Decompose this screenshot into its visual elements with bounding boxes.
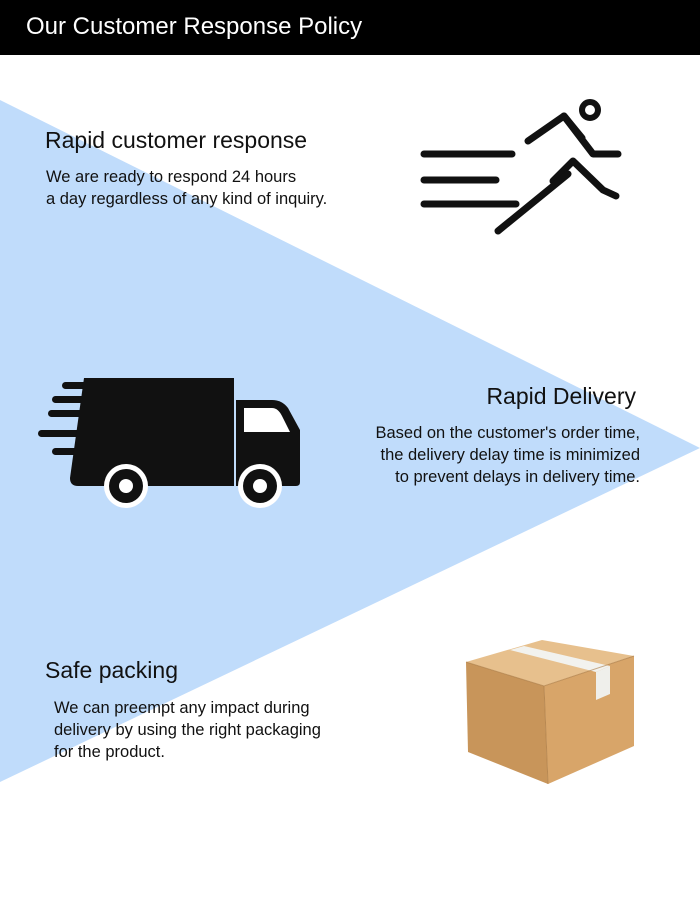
body-line: delivery by using the right packaging bbox=[54, 721, 321, 739]
cardboard-box-icon bbox=[465, 640, 635, 785]
body-line: Based on the customer's order time, bbox=[375, 424, 640, 442]
section-title-rapid-response: Rapid customer response bbox=[45, 127, 308, 153]
section-title-rapid-delivery: Rapid Delivery bbox=[486, 383, 636, 409]
body-line: We are ready to respond 24 hours bbox=[46, 168, 297, 186]
body-line: the delivery delay time is minimized bbox=[380, 446, 640, 464]
section-body-safe-packing: We can preempt any impact during deliver… bbox=[54, 697, 321, 763]
body-line: for the product. bbox=[54, 743, 165, 761]
page-title: Our Customer Response Policy bbox=[26, 13, 363, 40]
body-line: We can preempt any impact during bbox=[54, 699, 310, 717]
body-line: a day regardless of any kind of inquiry. bbox=[46, 190, 328, 208]
section-body-rapid-response: We are ready to respond 24 hours a day r… bbox=[46, 166, 327, 210]
running-person-icon bbox=[420, 99, 622, 235]
body-line: to prevent delays in delivery time. bbox=[395, 468, 640, 486]
section-body-rapid-delivery: Based on the customer's order time, the … bbox=[375, 422, 640, 488]
delivery-truck-icon bbox=[38, 378, 300, 508]
header-bar: Our Customer Response Policy bbox=[0, 0, 700, 55]
section-title-safe-packing: Safe packing bbox=[45, 657, 178, 683]
